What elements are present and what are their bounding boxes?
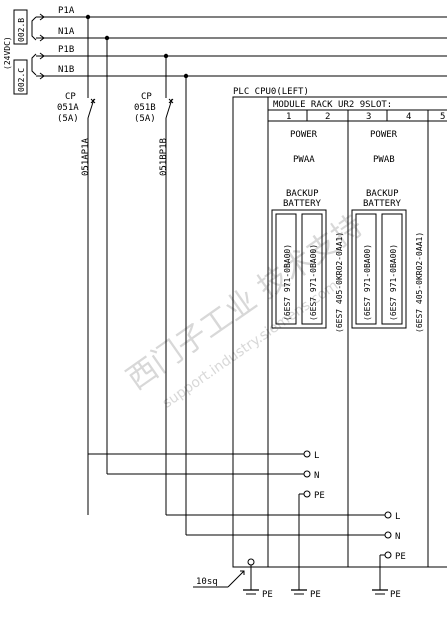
ground-cable-size: 10sq	[196, 577, 218, 587]
terminal-pwaa-pe	[303, 490, 311, 498]
breaker-051b-tag: 051B	[134, 103, 156, 113]
bus-lines: P1A N1A P1B N1B	[36, 6, 447, 80]
module-pwaa-backup: BACKUP	[286, 189, 319, 199]
ground-1-label: PE	[262, 590, 273, 600]
breaker-051b: CP 051B (5A) 051BP1B	[134, 56, 174, 515]
bus-arrow-p1b	[36, 52, 45, 60]
chassis-ground: 10sq	[193, 558, 255, 590]
breaker-051b-contact	[165, 98, 173, 119]
slot-number-1: 1	[286, 112, 291, 122]
slot-number-5: 5	[440, 112, 445, 122]
watermark-line1: 西门子工业 技术支持	[120, 208, 369, 397]
ref-box-b	[13, 9, 28, 45]
module-pwab-cell-1	[355, 213, 377, 325]
module-pwab-battery: BATTERY	[363, 199, 402, 209]
terminal-pwaa-n-label: N	[314, 471, 319, 481]
plc-frame	[232, 96, 447, 568]
module-pwaa-cell-2-part: (6ES7 971-0BA00)	[309, 244, 318, 321]
bus-arrow-n1b	[36, 72, 45, 80]
breaker-051a-mark	[90, 98, 96, 104]
breaker-051a: CP 051A (5A) 051AP1A	[57, 17, 96, 515]
module-pwab: POWER PWAB BACKUP BATTERY (6ES7 971-0BA0…	[351, 130, 424, 333]
module-pwab-name: PWAB	[373, 155, 395, 165]
module-pwaa-battery-box	[271, 209, 327, 329]
terminal-pwab-n	[384, 531, 392, 539]
breaker-051b-type: CP	[141, 92, 152, 102]
module-pwaa: POWER PWAA BACKUP BATTERY (6ES7 971-0BA0…	[271, 130, 344, 333]
breaker-051a-rating: (5A)	[57, 114, 79, 124]
breaker-051a-tag: 051A	[57, 103, 79, 113]
bus-label-n1b: N1B	[58, 65, 74, 75]
breaker-051a-contact	[87, 98, 95, 119]
module-pwab-power: POWER	[370, 130, 398, 140]
terminals-pwaa: L N PE	[88, 450, 325, 590]
rack-label: MODULE RACK UR2 9SLOT:	[273, 100, 392, 110]
bus-label-p1a: P1A	[58, 6, 75, 16]
module-pwaa-name: PWAA	[293, 155, 315, 165]
breaker-051a-wire: 051AP1A	[81, 137, 91, 176]
bus-arrow-p1a	[36, 13, 45, 21]
ground-2-label: PE	[310, 590, 321, 600]
bus-label-n1a: N1A	[58, 27, 75, 37]
ground-symbol-1: PE	[243, 589, 273, 600]
module-pwab-cell-2	[381, 213, 403, 325]
bus-arrow-n1a	[36, 34, 45, 42]
terminal-pwab-n-label: N	[395, 532, 400, 542]
ref-label-c: 002.C	[17, 68, 26, 92]
module-pwaa-cell-1-part: (6ES7 971-0BA00)	[283, 244, 292, 321]
terminal-pwaa-l-label: L	[314, 451, 319, 461]
supply-voltage-label: (24VDC)	[3, 36, 12, 70]
ground-3-label: PE	[390, 590, 401, 600]
module-pwab-cell-2-part: (6ES7 971-0BA00)	[389, 244, 398, 321]
module-pwaa-battery: BATTERY	[283, 199, 322, 209]
terminal-pwab-pe-label: PE	[395, 552, 406, 562]
slot-number-4: 4	[406, 112, 411, 122]
terminal-pwaa-l	[303, 450, 311, 458]
bracket-c	[31, 53, 37, 76]
plc-title: PLC CPU0(LEFT)	[233, 87, 309, 97]
slot-number-3: 3	[366, 112, 371, 122]
module-pwab-backup: BACKUP	[366, 189, 399, 199]
watermark: 西门子工业 技术支持 support.industry.siemens.com	[120, 208, 369, 411]
terminals-pwab: L N PE	[166, 511, 406, 590]
slot-number-2: 2	[325, 112, 330, 122]
breaker-051b-mark	[168, 98, 174, 104]
module-pwab-part: (6ES7 405-0KR02-0AA1)	[415, 232, 424, 333]
module-pwaa-cell-2	[301, 213, 323, 325]
module-pwab-battery-box	[351, 209, 407, 329]
ref-label-b: 002.B	[17, 18, 26, 42]
module-pwab-cell-1-part: (6ES7 971-0BA00)	[363, 244, 372, 321]
plc-rack: PLC CPU0(LEFT) MODULE RACK UR2 9SLOT: 1 …	[232, 87, 447, 568]
terminal-pwab-l-label: L	[395, 512, 400, 522]
bracket-b	[31, 16, 37, 41]
module-pwaa-power: POWER	[290, 130, 318, 140]
breaker-051a-type: CP	[65, 92, 76, 102]
chassis-ground-terminal	[247, 558, 255, 566]
breaker-051b-rating: (5A)	[134, 114, 156, 124]
ground-cable-leader	[227, 570, 245, 588]
module-pwaa-cell-1	[275, 213, 297, 325]
breaker-051b-wire: 051BP1B	[159, 138, 169, 176]
ref-box-c	[13, 59, 28, 95]
terminal-pwab-l	[384, 511, 392, 519]
terminal-pwab-pe	[384, 551, 392, 559]
ground-symbol-3: PE	[372, 589, 401, 600]
ground-symbol-2: PE	[291, 589, 321, 600]
module-pwaa-part: (6ES7 405-0KR02-0AA1)	[335, 232, 344, 333]
terminal-pwaa-n	[303, 470, 311, 478]
terminal-pwaa-pe-label: PE	[314, 491, 325, 501]
bus-label-p1b: P1B	[58, 45, 74, 55]
